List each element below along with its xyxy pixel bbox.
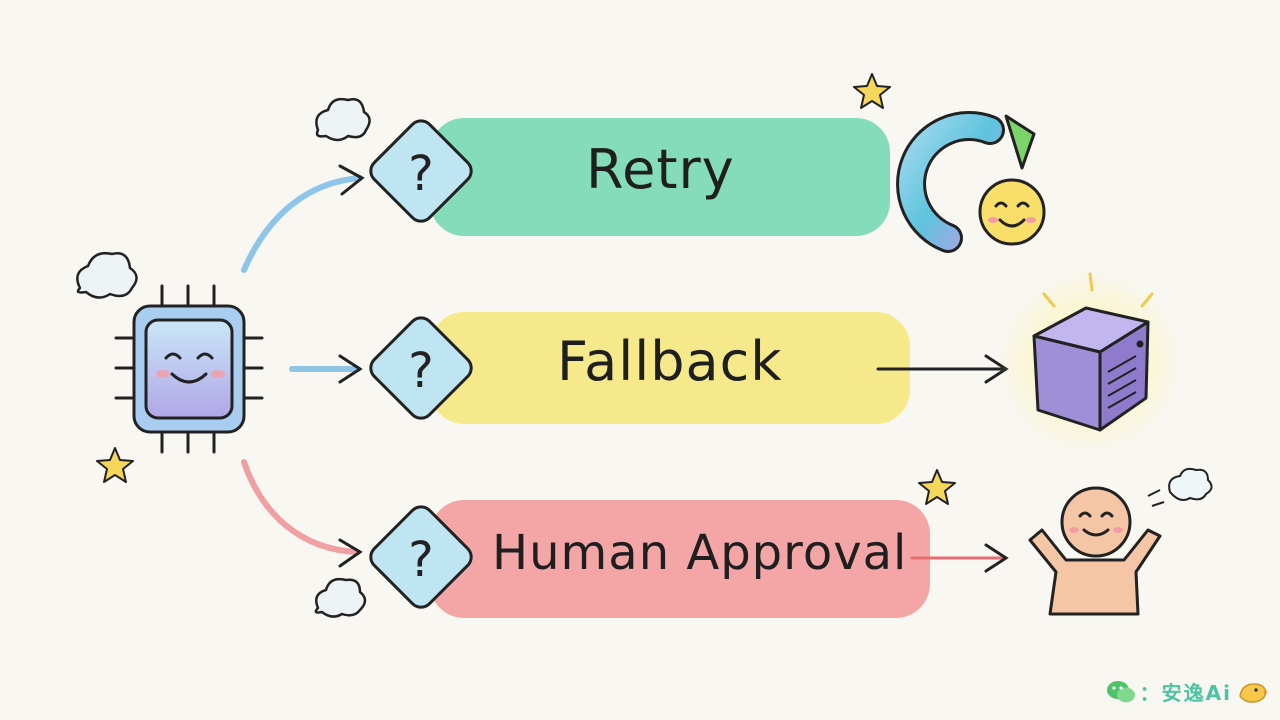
retry-arrow-icon xyxy=(896,111,1036,253)
person-cheek-left xyxy=(1069,527,1079,533)
branch-label-human-approval: Human Approval xyxy=(492,525,908,581)
band-fallback xyxy=(430,312,910,424)
branch-label-retry: Retry xyxy=(586,138,735,201)
watermark: ：安逸Ai xyxy=(1106,677,1268,706)
arrowhead-to-fallback xyxy=(338,354,363,384)
wechat-icon xyxy=(1106,680,1135,702)
watermark-text: ：安逸Ai xyxy=(1139,681,1232,705)
server-cube-icon xyxy=(1032,306,1150,432)
arrow-to-retry xyxy=(241,175,363,273)
star-icon xyxy=(96,73,956,505)
arrowhead-to-person xyxy=(984,543,1009,573)
person-icon xyxy=(1028,486,1162,616)
chip-cheek-right xyxy=(211,370,225,378)
person-cheek-right xyxy=(1113,527,1123,533)
person-puff-icon xyxy=(1147,467,1213,507)
decision-diamond-icon xyxy=(369,119,473,609)
arrow-to-human xyxy=(241,459,361,555)
arrowhead-to-retry xyxy=(338,164,365,196)
branch-label-fallback: Fallback xyxy=(557,330,783,393)
chip-face-icon xyxy=(114,284,264,454)
bird-icon xyxy=(1239,682,1268,703)
band-retry xyxy=(430,118,890,236)
decision-mark-retry: ? xyxy=(408,146,433,202)
decision-mark-human: ? xyxy=(408,532,433,588)
chip-cheek-left xyxy=(156,370,170,378)
smiley-icon xyxy=(978,178,1046,246)
arrowhead-to-human xyxy=(338,538,363,568)
decision-mark-fallback: ? xyxy=(408,343,433,399)
band-human xyxy=(430,500,930,618)
server-shine-marks xyxy=(1042,272,1154,308)
cloud-icon xyxy=(76,97,371,618)
